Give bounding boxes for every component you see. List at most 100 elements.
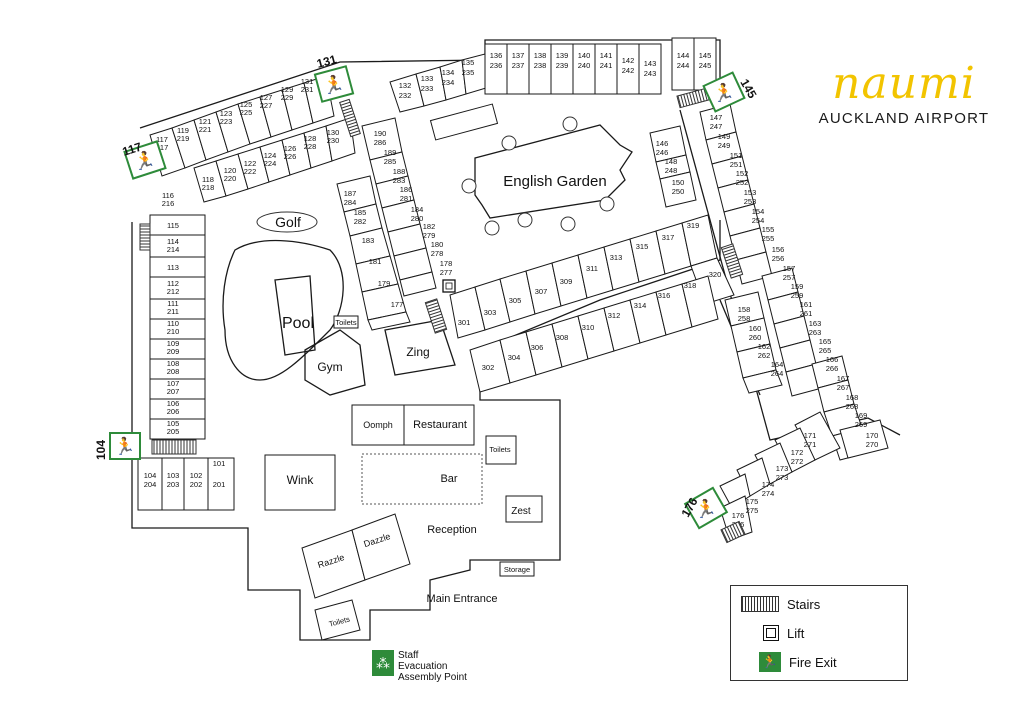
room-254-label: 254 [752,216,765,225]
room-212-label: 212 [167,287,180,296]
tree-icon [599,196,615,212]
lift-symbol [442,279,456,293]
room-129-label: 129 [281,85,294,94]
fire-exit-176: 🏃 176 [678,486,729,530]
room-147-label: 147 [710,113,723,122]
room-311-label: 311 [586,264,598,273]
room-315-label: 315 [636,242,649,251]
room-156-label: 156 [772,245,785,254]
room-146-label: 146 [656,139,669,148]
room-273-label: 273 [776,473,789,482]
room-258-label: 258 [738,314,751,323]
room-158-label: 158 [738,305,751,314]
room-317-label: 317 [662,233,675,242]
brand-name: naumi [832,58,976,109]
room-136-label: 136 [490,51,503,60]
room-243-label: 243 [644,69,657,78]
tree-icon [517,212,533,228]
room-142-label: 142 [622,56,635,65]
room-104-label: 104 [144,471,157,480]
room-251-label: 251 [730,160,743,169]
room-124-label: 124 [264,151,277,160]
room-203-label: 203 [167,480,180,489]
room-188-label: 188 [393,167,406,176]
room-217-label: 217 [156,143,169,152]
room-255-label: 255 [762,234,775,243]
english-garden-label: English Garden [503,173,606,190]
room-284-label: 284 [344,198,357,207]
wink-label: Wink [287,473,315,487]
room-211-label: 211 [167,307,179,316]
room-row-104-101: 104 204 103 203 102 202 101 201 [137,457,235,511]
tree-icon [560,216,576,232]
assembly-line-3: Assembly Point [398,672,467,683]
room-275-label: 275 [746,506,759,515]
english-garden: English Garden [429,103,633,236]
room-234-label: 234 [442,78,455,87]
room-267-label: 267 [837,383,850,392]
room-208-label: 208 [167,367,180,376]
room-185-label: 185 [354,208,367,217]
room-230-label: 230 [327,136,340,145]
room-201-label: 201 [213,480,226,489]
room-210-label: 210 [167,327,180,336]
room-242-label: 242 [622,66,635,75]
tree-icon [501,135,517,151]
zing-label: Zing [406,345,429,359]
room-154-label: 154 [752,207,765,216]
room-174-label: 174 [762,480,775,489]
room-164-label: 164 [771,360,784,369]
room-153-label: 153 [744,188,757,197]
room-165-label: 165 [819,337,832,346]
room-row-132-135: 132 232 133 233 134 234 135 235 [389,53,487,113]
room-227-label: 227 [260,101,273,110]
room-184-label: 184 [411,205,424,214]
room-row-136-143: 136 236 137 237 138 238 139 239 140 240 … [484,37,717,95]
room-179-label: 179 [378,279,391,288]
legend-fire-exit: 🏃 Fire Exit [741,652,837,672]
room-170-label: 170 [866,431,879,440]
room-175-label: 175 [746,497,759,506]
room-155-label: 155 [762,225,775,234]
running-man-icon: 🏃 [713,82,735,104]
room-168-label: 168 [846,393,859,402]
room-116-label: 116 [162,191,174,200]
room-166-label: 166 [826,355,839,364]
room-262-label: 262 [758,351,771,360]
room-wing-southeast: 171 271 172 272 173 273 174 274 175 275 … [719,411,841,541]
assembly-point-icon: ⁂ [372,650,394,676]
room-163-label: 163 [809,319,822,328]
fire-exit-104: 🏃 104 [94,432,141,460]
room-261-label: 261 [800,309,813,318]
room-138-label: 138 [534,51,547,60]
assembly-point-text: Staff Evacuation Assembly Point [398,650,467,683]
room-279-label: 279 [423,231,436,240]
room-205-label: 205 [167,427,180,436]
room-316-label: 316 [658,291,671,300]
room-110-label: 110 [167,319,179,328]
room-103-label: 103 [167,471,180,480]
room-248-label: 248 [665,166,678,175]
room-151-label: 151 [730,151,743,160]
stairs-markers [139,87,746,544]
oomph-label: Oomph [363,420,393,430]
room-149-label: 149 [718,132,731,141]
pool-label: Pool [282,315,314,332]
stairs-icon [741,596,779,612]
room-112-label: 112 [167,279,179,288]
tree-icon [562,116,578,132]
room-272-label: 272 [791,457,804,466]
assembly-line-1: Staff [398,650,419,661]
running-man-icon: 🏃 [323,74,345,96]
room-271-label: 271 [804,440,817,449]
room-180-label: 180 [431,240,444,249]
room-274-label: 274 [762,489,775,498]
room-111-label: 111 [167,299,178,308]
room-250-label: 250 [672,187,685,196]
room-190-label: 190 [374,129,387,138]
room-281-label: 281 [400,194,413,203]
room-128-label: 128 [304,134,317,143]
room-186-label: 186 [400,185,413,194]
facilities-centre: Gym Zing Oomph Restaurant Wink [264,319,475,511]
